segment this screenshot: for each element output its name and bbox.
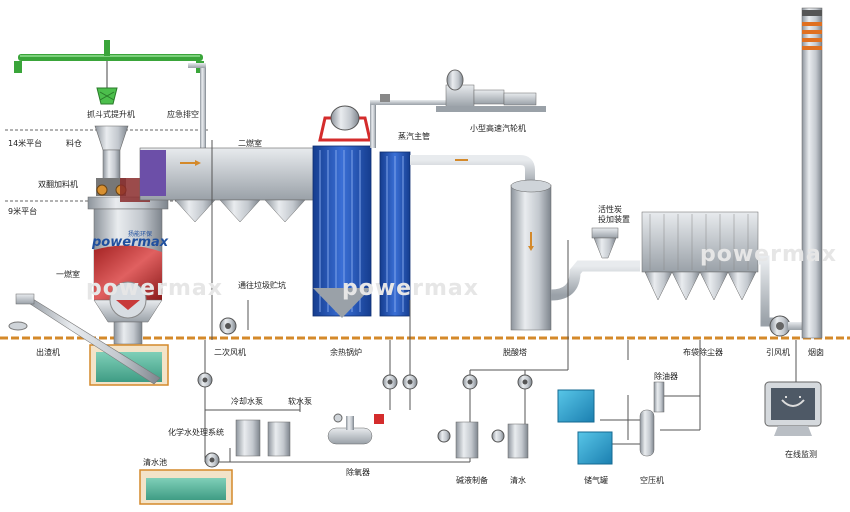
label-dual-feeder: 双翻加料机	[38, 180, 78, 189]
watermark-right: powermax	[700, 242, 837, 267]
primary-chamber-icon	[87, 178, 169, 345]
label-deacid-tower: 脱酸塔	[503, 348, 527, 357]
label-chimney: 烟囱	[808, 348, 824, 357]
label-bag-filter: 布袋除尘器	[683, 348, 723, 357]
pump-icons	[197, 317, 533, 468]
chem-water-tanks-icon	[235, 419, 291, 457]
label-steam-main: 蒸汽主管	[398, 132, 430, 141]
label-activated-carbon: 活性炭 投加装置	[598, 205, 630, 224]
boiler-icon	[312, 105, 411, 318]
steam-turbine-icon	[370, 69, 546, 148]
gas-tank-icon	[557, 389, 613, 465]
chimney-icon	[801, 7, 823, 339]
label-induced-fan: 引风机	[766, 348, 790, 357]
monitor-icon	[764, 340, 822, 436]
label-secondary-fan: 二次风机	[214, 348, 246, 357]
crane-icon	[14, 40, 204, 105]
label-grab-bucket-crane: 抓斗式提升机	[87, 110, 135, 119]
water-piping	[204, 140, 701, 463]
label-platform-9m: 9米平台	[8, 207, 38, 216]
label-small-turbine: 小型高速汽轮机	[470, 124, 526, 133]
alkali-tank-icon	[455, 421, 529, 459]
secondary-chamber-icon	[139, 147, 321, 223]
label-clear-water: 清水	[510, 476, 526, 485]
brand-cn: 扬能环保	[128, 231, 153, 238]
induced-fan-icon	[769, 315, 804, 337]
clear-pool-icon	[139, 469, 233, 505]
label-clear-pool: 清水池	[143, 458, 167, 467]
oil-remover-icon	[653, 381, 665, 413]
label-emergency-vent: 应急排空	[167, 110, 199, 119]
watermark-left: powermax	[86, 276, 223, 301]
label-secondary-chamber: 二燃室	[238, 139, 262, 148]
label-waste-heat-boiler: 余热锅炉	[330, 348, 362, 357]
label-chem-water: 化学水处理系统	[168, 428, 224, 437]
label-gas-tank: 储气罐	[584, 476, 608, 485]
deaerator-icon	[327, 413, 384, 445]
emergency-vent-pipe	[188, 63, 206, 154]
label-soft-water-pump: 软水泵	[288, 397, 312, 406]
brand-logo: powermax	[92, 235, 169, 250]
label-hopper: 料仓	[66, 139, 82, 148]
label-primary-chamber: 一燃室	[56, 270, 80, 279]
bag-filter-icon	[641, 211, 759, 301]
label-oil-remover: 除油器	[654, 372, 678, 381]
label-platform-14m: 14米平台	[8, 139, 43, 148]
label-alkali-prep: 碱液制备	[456, 476, 488, 485]
label-to-storage-pit: 通往垃圾贮坑	[238, 281, 286, 290]
label-air-compressor: 空压机	[640, 476, 664, 485]
label-ash-removal: 出渣机	[36, 348, 60, 357]
activated-carbon-icon	[591, 227, 619, 259]
deacid-tower-icon	[510, 179, 552, 331]
ash-conveyor-icon	[8, 293, 169, 386]
air-compressor-icon	[639, 409, 655, 457]
watermark-center: powermax	[342, 276, 479, 301]
label-cooling-pump: 冷却水泵	[231, 397, 263, 406]
label-deaerator: 除氧器	[346, 468, 370, 477]
label-online-monitor: 在线监测	[785, 450, 817, 459]
